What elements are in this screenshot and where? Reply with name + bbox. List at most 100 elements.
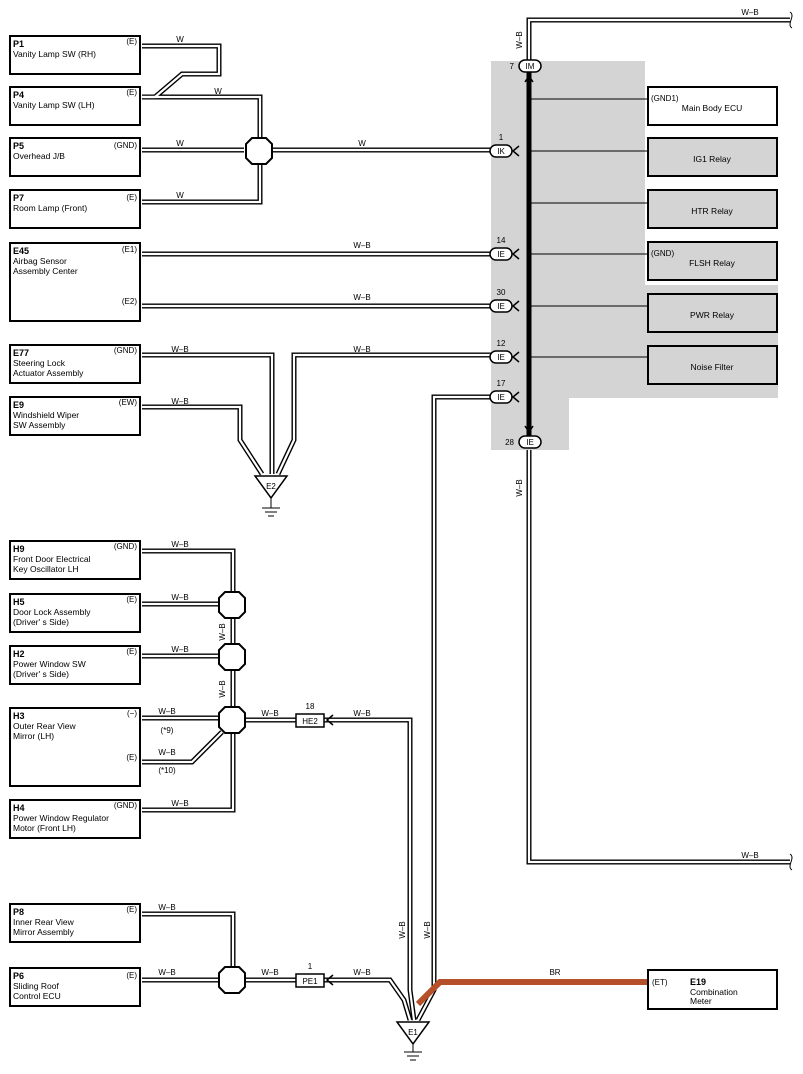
svg-text:(ET): (ET) bbox=[652, 978, 668, 987]
svg-text:Front Door Electrical: Front Door Electrical bbox=[13, 554, 91, 564]
svg-text:(EW): (EW) bbox=[119, 398, 138, 407]
svg-text:HTR Relay: HTR Relay bbox=[691, 206, 733, 216]
connector-ie-14: IE 14 bbox=[489, 236, 513, 261]
svg-text:W–B: W–B bbox=[171, 397, 188, 406]
svg-text:W–B: W–B bbox=[171, 645, 188, 654]
connector-he2: HE2 18 bbox=[295, 702, 325, 728]
ground-e1-label: E1 bbox=[408, 1028, 418, 1037]
svg-text:(E): (E) bbox=[126, 905, 137, 914]
svg-text:Airbag Sensor: Airbag Sensor bbox=[13, 256, 67, 266]
svg-text:(GND): (GND) bbox=[651, 249, 674, 258]
svg-text:P8: P8 bbox=[13, 907, 24, 917]
jb-internal-lines bbox=[528, 64, 648, 432]
svg-text:W: W bbox=[176, 139, 184, 148]
svg-text:H5: H5 bbox=[13, 597, 25, 607]
svg-text:IE: IE bbox=[497, 302, 505, 311]
svg-text:Vanity Lamp SW (RH): Vanity Lamp SW (RH) bbox=[13, 49, 96, 59]
svg-text:Mirror (LH): Mirror (LH) bbox=[13, 731, 54, 741]
svg-text:(E): (E) bbox=[126, 37, 137, 46]
svg-text:E9: E9 bbox=[13, 400, 24, 410]
svg-text:W–B: W–B bbox=[218, 680, 227, 697]
svg-text:W–B: W–B bbox=[171, 799, 188, 808]
edge-break-marks bbox=[789, 11, 793, 871]
svg-text:Steering Lock: Steering Lock bbox=[13, 358, 66, 368]
svg-text:W–B: W–B bbox=[171, 345, 188, 354]
svg-text:(Driver' s Side): (Driver' s Side) bbox=[13, 617, 69, 627]
svg-text:14: 14 bbox=[497, 236, 506, 245]
svg-text:1: 1 bbox=[308, 962, 313, 971]
svg-text:Assembly Center: Assembly Center bbox=[13, 266, 78, 276]
svg-text:W–B: W–B bbox=[741, 8, 758, 17]
svg-text:W–B: W–B bbox=[515, 479, 524, 496]
relay-box-4: PWR Relay bbox=[647, 293, 778, 333]
svg-text:W–B: W–B bbox=[353, 293, 370, 302]
svg-text:IE: IE bbox=[497, 250, 505, 259]
note-10: (*10) bbox=[158, 766, 176, 775]
svg-text:Motor (Front LH): Motor (Front LH) bbox=[13, 823, 76, 833]
svg-text:W–B: W–B bbox=[158, 707, 175, 716]
svg-text:Sliding Roof: Sliding Roof bbox=[13, 981, 59, 991]
relay-box-2: HTR Relay bbox=[647, 189, 778, 229]
svg-text:7: 7 bbox=[510, 62, 515, 71]
svg-text:IG1 Relay: IG1 Relay bbox=[693, 154, 732, 164]
svg-text:H2: H2 bbox=[13, 649, 25, 659]
svg-text:(E): (E) bbox=[126, 595, 137, 604]
svg-text:(E): (E) bbox=[126, 753, 137, 762]
svg-text:Meter: Meter bbox=[690, 996, 712, 1006]
ground-e1: E1 bbox=[395, 1021, 431, 1061]
svg-text:HE2: HE2 bbox=[302, 717, 318, 726]
connector-im: IM7 bbox=[510, 59, 542, 73]
svg-text:P4: P4 bbox=[13, 90, 24, 100]
svg-text:W–B: W–B bbox=[261, 709, 278, 718]
svg-text:W–B: W–B bbox=[353, 968, 370, 977]
svg-text:W–B: W–B bbox=[741, 851, 758, 860]
svg-text:P1: P1 bbox=[13, 39, 24, 49]
svg-text:W–B: W–B bbox=[171, 593, 188, 602]
splice-points bbox=[218, 137, 273, 994]
svg-text:Power Window Regulator: Power Window Regulator bbox=[13, 813, 109, 823]
svg-text:Mirror Assembly: Mirror Assembly bbox=[13, 927, 75, 937]
svg-text:PWR Relay: PWR Relay bbox=[690, 310, 735, 320]
svg-text:Door Lock Assembly: Door Lock Assembly bbox=[13, 607, 91, 617]
connector-ik: IK1 bbox=[489, 133, 513, 158]
svg-text:W–B: W–B bbox=[261, 968, 278, 977]
svg-text:17: 17 bbox=[497, 379, 506, 388]
jb-dots bbox=[526, 96, 532, 400]
svg-text:FLSH Relay: FLSH Relay bbox=[689, 258, 736, 268]
svg-text:W–B: W–B bbox=[158, 903, 175, 912]
svg-text:(GND): (GND) bbox=[114, 801, 137, 810]
svg-text:28: 28 bbox=[505, 438, 514, 447]
svg-text:W–B: W–B bbox=[398, 921, 407, 938]
svg-text:P7: P7 bbox=[13, 193, 24, 203]
svg-text:W–B: W–B bbox=[353, 345, 370, 354]
svg-text:BR: BR bbox=[549, 968, 560, 977]
ground-e2: E2 bbox=[253, 475, 289, 517]
svg-text:P5: P5 bbox=[13, 141, 24, 151]
svg-text:(Driver' s Side): (Driver' s Side) bbox=[13, 669, 69, 679]
svg-text:12: 12 bbox=[497, 339, 506, 348]
svg-text:(E1): (E1) bbox=[122, 245, 137, 254]
svg-text:(E): (E) bbox=[126, 971, 137, 980]
svg-text:Control ECU: Control ECU bbox=[13, 991, 61, 1001]
combination-meter-box: (ET) E19 Combination Meter bbox=[647, 969, 778, 1010]
svg-text:(−): (−) bbox=[127, 709, 137, 718]
svg-text:18: 18 bbox=[306, 702, 315, 711]
wire-group bbox=[142, 17, 790, 1022]
svg-text:Inner Rear View: Inner Rear View bbox=[13, 917, 75, 927]
svg-text:Windshield Wiper: Windshield Wiper bbox=[13, 410, 79, 420]
br-wire bbox=[415, 979, 648, 1007]
svg-text:W–B: W–B bbox=[515, 31, 524, 48]
svg-text:(GND1): (GND1) bbox=[651, 94, 679, 103]
